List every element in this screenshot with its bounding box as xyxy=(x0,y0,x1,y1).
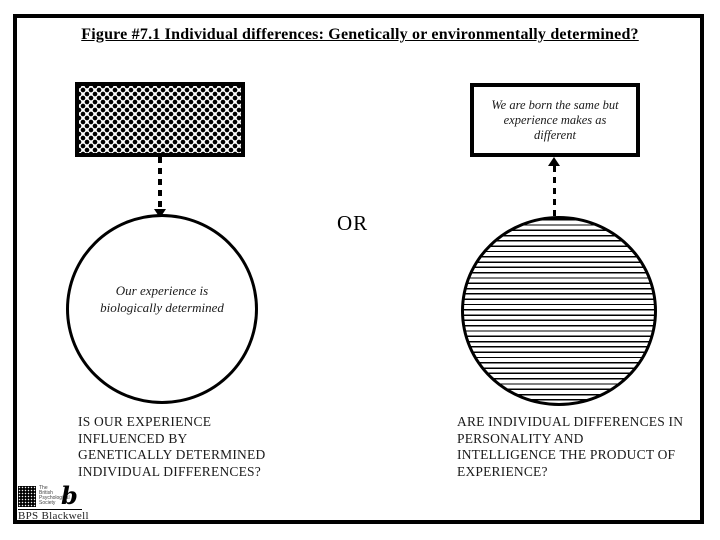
bps-crest-icon xyxy=(18,486,36,507)
arrow-up-icon xyxy=(548,157,560,166)
left-caption: IS OUR EXPERIENCE INFLUENCED BY GENETICA… xyxy=(78,414,313,480)
right-circle-striped xyxy=(461,216,657,406)
genetics-pattern-rectangle xyxy=(75,82,245,157)
left-caption-line-3: GENETICALLY DETERMINED xyxy=(78,447,266,462)
left-circle-biological: Our experience is biologically determine… xyxy=(66,214,258,404)
right-caption: ARE INDIVIDUAL DIFFERENCES IN PERSONALIT… xyxy=(457,414,707,480)
arrow-down-icon xyxy=(154,209,166,218)
left-caption-line-4: INDIVIDUAL DIFFERENCES? xyxy=(78,463,261,479)
right-dashed-connector xyxy=(553,166,556,218)
slide-title: Figure #7.1 Individual differences: Gene… xyxy=(81,26,639,43)
left-circle-line-1: Our experience is xyxy=(115,283,209,298)
right-caption-line-4: EXPERIENCE? xyxy=(457,463,548,479)
left-caption-line-2: INFLUENCED BY xyxy=(78,430,188,446)
right-caption-line-2: PERSONALITY AND xyxy=(457,430,584,446)
right-caption-line-3: INTELLIGENCE THE PRODUCT OF xyxy=(457,447,676,462)
left-dashed-connector xyxy=(158,157,162,209)
right-caption-line-1: ARE INDIVIDUAL DIFFERENCES IN xyxy=(457,414,684,429)
society-name: The British Psychological Society xyxy=(39,485,70,506)
left-circle-text: Our experience is biologically determine… xyxy=(100,282,224,316)
publisher-brand-text: BPS Blackwell xyxy=(18,509,89,524)
belief-box-line-2: experience makes as xyxy=(503,112,607,127)
belief-box-line-3: different xyxy=(534,127,576,142)
blackwell-b-icon: b xyxy=(61,481,78,510)
left-circle-line-2: biologically determined xyxy=(100,300,224,315)
or-label: OR xyxy=(337,211,369,235)
left-caption-line-1: IS OUR EXPERIENCE xyxy=(78,414,212,429)
experience-belief-box: We are born the same but experience make… xyxy=(470,83,640,157)
publisher-logo: The British Psychological Society b BPS … xyxy=(18,481,89,524)
belief-box-line-1: We are born the same but xyxy=(491,97,619,112)
